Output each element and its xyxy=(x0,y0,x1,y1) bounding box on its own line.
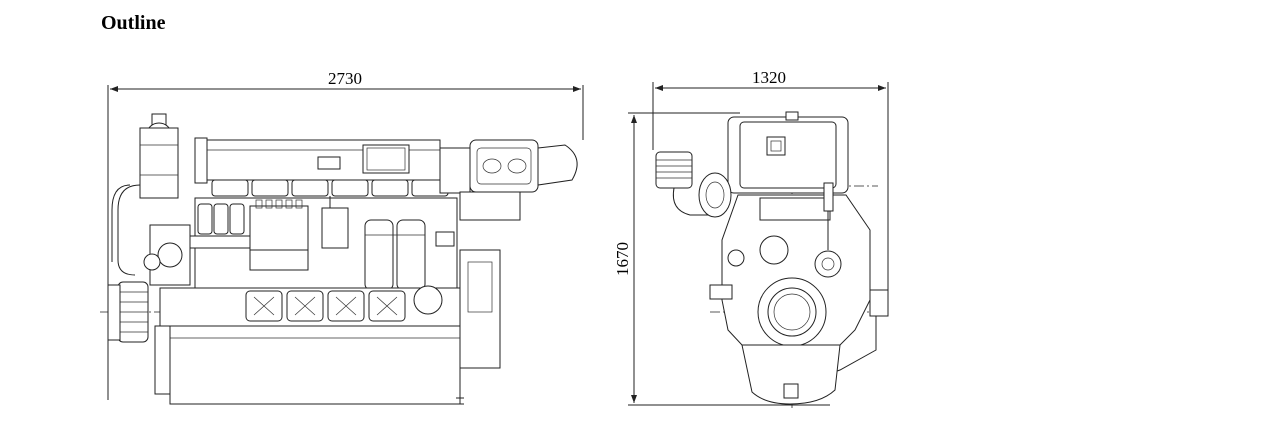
front-width-label: 1320 xyxy=(752,68,786,87)
engine-side-view-icon xyxy=(100,85,584,405)
side-length-label: 2730 xyxy=(328,69,362,88)
engine-front-view-icon xyxy=(628,82,890,408)
front-height-label: 1670 xyxy=(613,242,632,276)
page-title: Outline xyxy=(101,12,166,34)
